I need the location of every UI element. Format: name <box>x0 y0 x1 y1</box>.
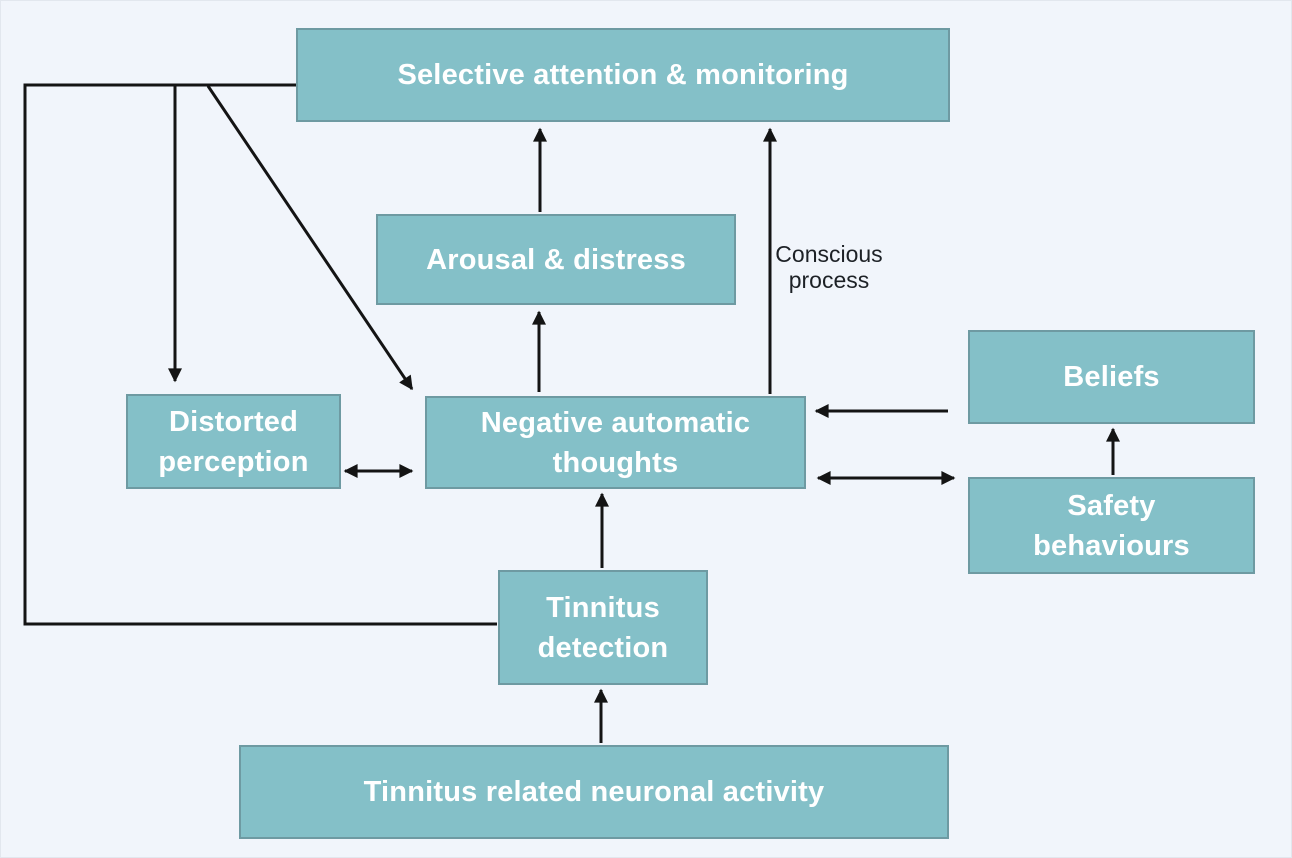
node-arousal-distress: Arousal & distress <box>376 214 736 305</box>
node-label-safety-behaviours: Safety behaviours <box>1033 489 1190 562</box>
node-tinnitus-detection: Tinnitus detection <box>498 570 708 685</box>
node-label-negative-automatic-thoughts: Negative automatic thoughts <box>480 406 751 479</box>
node-label-distorted-perception: Distorted perception <box>158 405 309 478</box>
node-selective-attention-monitoring: Selective attention & monitoring <box>296 28 950 122</box>
node-label-arousal-distress: Arousal & distress <box>426 243 686 276</box>
node-negative-automatic-thoughts: Negative automatic thoughts <box>425 396 806 489</box>
node-tinnitus-related-neuronal-activity: Tinnitus related neuronal activity <box>239 745 949 839</box>
edge-selective-attention-feedback-loop <box>23 83 497 626</box>
node-label-tinnitus-detection: Tinnitus detection <box>537 591 669 664</box>
node-label-neuronal-activity: Tinnitus related neuronal activity <box>363 776 825 808</box>
node-label-beliefs: Beliefs <box>1063 361 1160 393</box>
edge-selective-attention-to-negative-thoughts <box>206 85 414 391</box>
node-distorted-perception: Distorted perception <box>126 394 341 489</box>
node-label-selective-attention: Selective attention & monitoring <box>397 59 849 91</box>
node-safety-behaviours: Safety behaviours <box>968 477 1255 574</box>
conscious-process-label: Conscious process <box>775 241 883 293</box>
node-beliefs: Beliefs <box>968 330 1255 424</box>
